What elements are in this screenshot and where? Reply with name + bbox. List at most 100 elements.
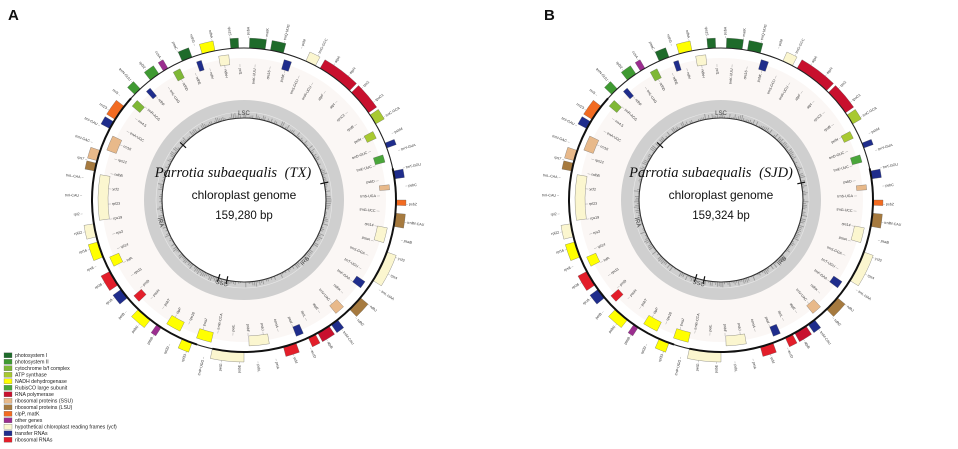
gc-content-bar bbox=[779, 138, 784, 143]
gc-content-bar bbox=[789, 153, 794, 157]
gene-label-connector bbox=[612, 118, 615, 121]
gene-label-connector bbox=[329, 301, 333, 304]
gene-label-connector bbox=[107, 109, 110, 111]
gc-content-bar bbox=[295, 262, 300, 268]
gene-label: trnfM-CAU bbox=[407, 221, 425, 227]
gene-label: rps16 bbox=[266, 70, 272, 80]
gc-content-bar bbox=[772, 262, 778, 269]
gc-content-bar bbox=[690, 119, 693, 124]
gene-label-connector bbox=[842, 253, 846, 256]
gc-content-bar bbox=[312, 153, 317, 157]
gene-label-connector bbox=[761, 70, 763, 74]
gene-label-connector bbox=[822, 111, 825, 115]
gc-content-bar bbox=[752, 119, 756, 125]
gene-label: rpoC1 bbox=[374, 93, 384, 102]
gene-label: psbF bbox=[246, 324, 250, 333]
gene-label-connector bbox=[849, 165, 853, 167]
gene-label: rpl16 bbox=[79, 248, 88, 254]
gc-content-bar bbox=[729, 281, 731, 287]
gene-label: ndhD bbox=[181, 82, 189, 92]
gene-label: trnM-CAU bbox=[819, 330, 832, 345]
gene-label: trnC-GCA bbox=[862, 106, 878, 118]
gene-label-connector bbox=[367, 304, 370, 306]
gene-label: trnP-UGG bbox=[674, 359, 682, 376]
gene-label: trnL-UAG bbox=[169, 89, 181, 104]
gene-label: matK bbox=[742, 27, 747, 36]
gene-label: atpB bbox=[803, 341, 811, 350]
gc-content-bar bbox=[255, 113, 258, 119]
gene-label: ycf2 bbox=[589, 187, 596, 192]
gc-content-bar bbox=[263, 116, 266, 121]
legend-swatch bbox=[3, 417, 13, 423]
gc-content-bar bbox=[303, 140, 308, 145]
gene-label: rpl23 bbox=[112, 202, 120, 206]
gc-content-bar bbox=[157, 208, 163, 210]
gene-label-connector bbox=[193, 43, 195, 46]
gc-content-bar bbox=[784, 146, 789, 150]
gene-label: rps18 bbox=[665, 312, 672, 322]
gc-content-bar bbox=[774, 133, 779, 139]
gc-content-bar bbox=[666, 263, 671, 269]
gc-content-bar bbox=[170, 152, 176, 157]
gene-label-connector bbox=[827, 279, 830, 282]
gene-block bbox=[166, 315, 185, 332]
gene-label: trnP-UGG bbox=[197, 359, 205, 376]
gene-label-connector bbox=[284, 70, 286, 74]
gene-label: trnV-GAC bbox=[552, 134, 568, 143]
gene-block bbox=[173, 68, 185, 82]
gc-content-bar bbox=[734, 280, 736, 285]
gene-label-connector bbox=[818, 329, 820, 331]
legend-swatch bbox=[3, 365, 13, 371]
gene-label: infA bbox=[126, 256, 134, 263]
gene-label: rps3 bbox=[116, 229, 124, 235]
gene-block bbox=[106, 135, 122, 154]
gene-label-connector bbox=[135, 118, 138, 121]
gene-block bbox=[305, 51, 321, 66]
gene-label: petG bbox=[218, 363, 223, 371]
gene-label: trnT-UGU bbox=[344, 257, 360, 268]
gene-block bbox=[725, 333, 747, 347]
gene-label-connector bbox=[575, 124, 578, 127]
gene-label: ndhI bbox=[209, 72, 215, 80]
gc-content-bar bbox=[734, 114, 736, 120]
gc-content-bar bbox=[321, 172, 328, 176]
gc-content-bar bbox=[318, 232, 325, 237]
legend-label: other genes bbox=[15, 418, 43, 424]
gene-block bbox=[229, 37, 239, 49]
gene-block bbox=[650, 68, 662, 82]
panel-b: B psbAtrnK-UUUmatKrps16trnQ-UUGpsbKpsbIt… bbox=[542, 7, 902, 376]
gene-label-connector bbox=[340, 291, 344, 294]
gene-label-connector bbox=[590, 297, 592, 299]
legend-label: photosystem II bbox=[15, 360, 49, 366]
region-label: IRA bbox=[156, 217, 164, 228]
gene-block bbox=[608, 100, 622, 113]
gc-content-bar bbox=[320, 228, 325, 231]
gene-label-connector bbox=[855, 289, 858, 291]
gene-label: ycf3 bbox=[398, 257, 406, 263]
gene-label-connector bbox=[341, 329, 343, 331]
gene-label-connector bbox=[679, 326, 681, 330]
gene-label: rpoB bbox=[823, 124, 832, 132]
gc-content-bar bbox=[782, 142, 787, 147]
gene-block bbox=[872, 199, 884, 206]
gc-content-bar bbox=[167, 159, 172, 163]
region-label: IRA bbox=[633, 217, 641, 228]
gene-label: psbK bbox=[756, 73, 762, 83]
gene-block bbox=[610, 289, 624, 302]
gene-label: atpE bbox=[789, 302, 797, 311]
legend-swatch bbox=[3, 411, 13, 417]
gc-content-bar bbox=[768, 129, 773, 134]
gene-label: psbC bbox=[885, 183, 894, 188]
gene-label-connector bbox=[188, 321, 191, 325]
gene-label: petN bbox=[353, 137, 362, 144]
gc-content-bar bbox=[208, 121, 212, 126]
gene-label: ndhC bbox=[833, 318, 842, 327]
gene-label-connector bbox=[615, 323, 617, 326]
gc-content-bar bbox=[182, 139, 186, 143]
gc-content-bar bbox=[178, 253, 183, 257]
gc-content-bar bbox=[790, 242, 795, 245]
gc-content-bar bbox=[171, 243, 176, 247]
gc-content-bar bbox=[312, 243, 319, 248]
gc-content-bar bbox=[189, 131, 194, 137]
gene-label: rps7 bbox=[554, 155, 562, 161]
